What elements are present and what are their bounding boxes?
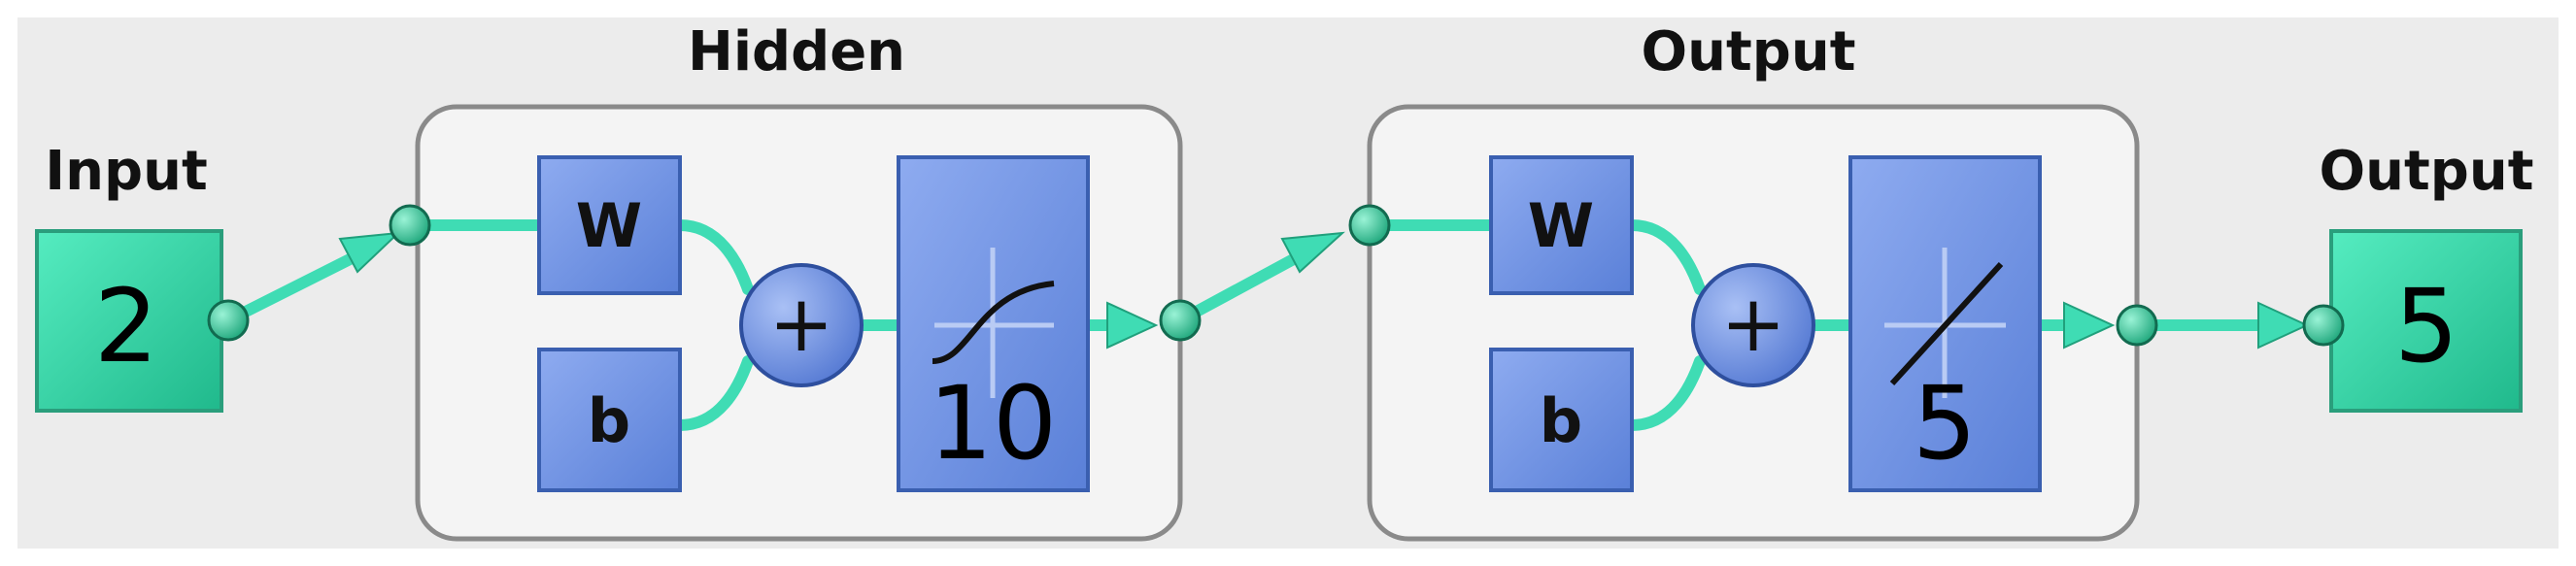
connector-input-hidden: [222, 231, 401, 326]
output-bias-block: [1489, 348, 1634, 492]
output-label: Output: [2320, 140, 2534, 203]
connector-hidden-output: [1174, 231, 1345, 326]
connector-output-final: [2131, 301, 2310, 350]
output-bias-label: b: [1540, 385, 1582, 456]
output-weight-label: W: [1528, 190, 1594, 261]
hidden-weight-label: W: [576, 190, 642, 261]
output-block-input-node: [2302, 304, 2345, 347]
hidden-layer-size: 10: [929, 364, 1057, 483]
hidden-output-arrow: [1106, 301, 1159, 350]
hidden-weight-block: [537, 155, 682, 295]
diagram-background: [17, 17, 2559, 549]
hidden-output-node: [1159, 299, 1202, 342]
input-block: [35, 229, 223, 413]
hidden-layer-title: Hidden: [688, 20, 905, 83]
tansig-transfer-icon: [932, 248, 1055, 398]
hidden-bias-label: b: [588, 385, 630, 456]
input-size: 2: [94, 267, 158, 385]
purelin-transfer-icon: [1884, 248, 2006, 398]
output-sum-symbol: +: [1720, 279, 1785, 369]
input-output-node: [207, 299, 250, 342]
output-size: 5: [2394, 267, 2458, 385]
output-layer-output-node: [2116, 304, 2158, 347]
hidden-sum-node: [739, 263, 864, 387]
hidden-bias-block: [537, 348, 682, 492]
hidden-input-node: [389, 204, 431, 247]
output-weight-block: [1489, 155, 1634, 295]
output-layer-arrow: [2063, 301, 2116, 350]
hidden-wires: [404, 219, 1118, 431]
output-layer-size: 5: [1913, 364, 1977, 483]
output-sum-node: [1691, 263, 1815, 387]
input-label: Input: [45, 140, 207, 203]
output-layer-title: Output: [1642, 20, 1856, 83]
hidden-sum-symbol: +: [768, 279, 833, 369]
output-block: [2329, 229, 2523, 413]
output-layer-input-node: [1348, 204, 1391, 247]
